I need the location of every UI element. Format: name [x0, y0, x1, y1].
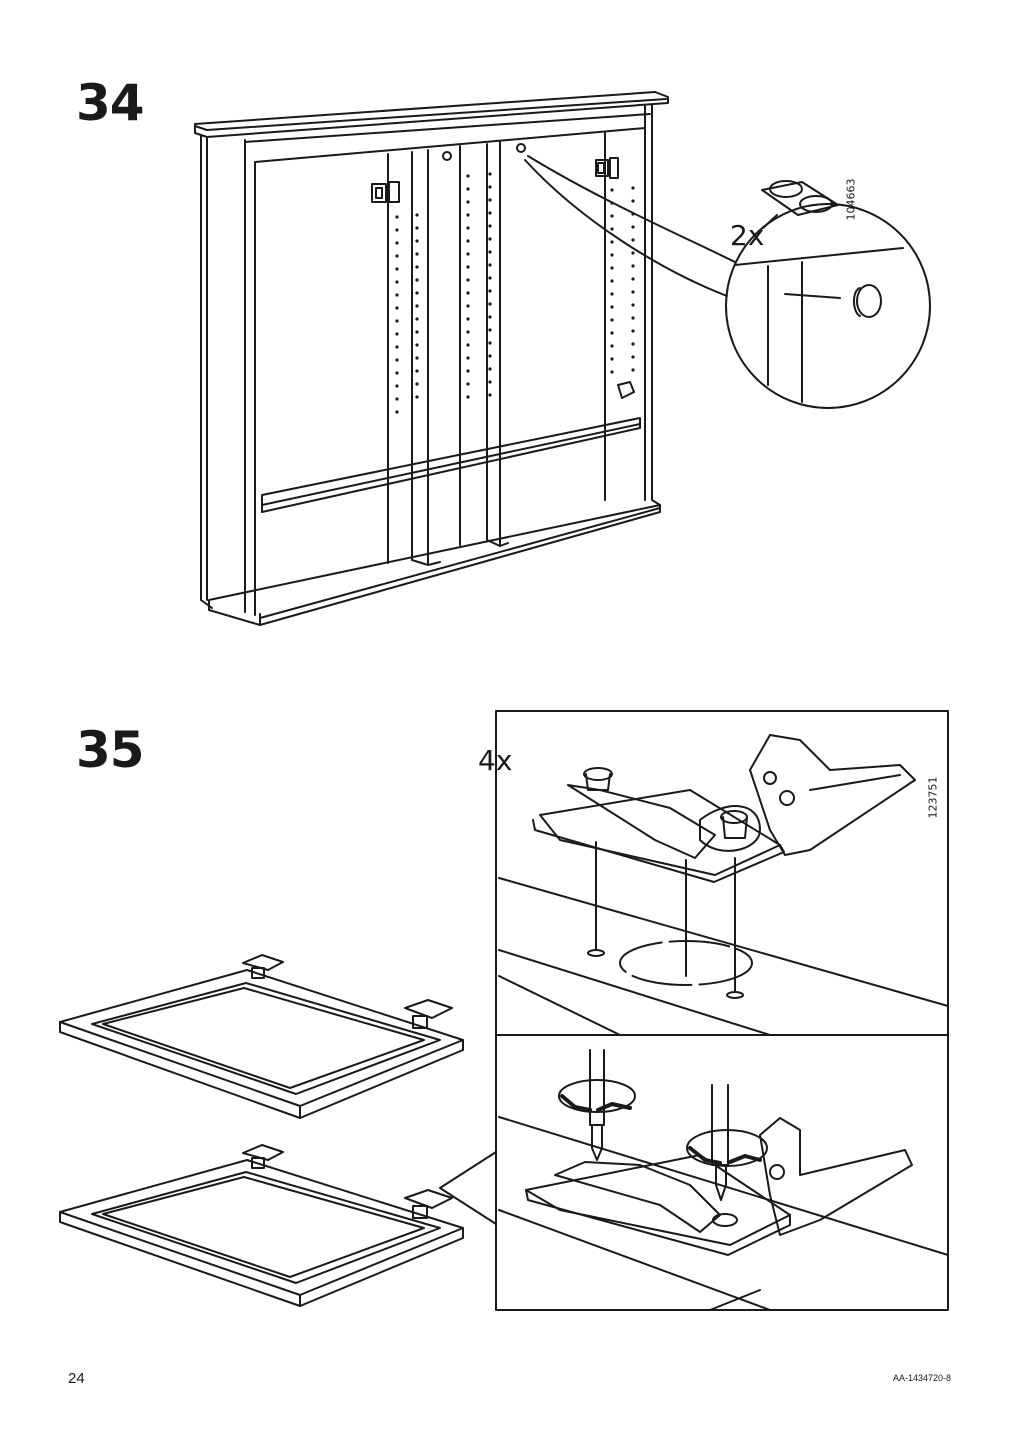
shelf-peg-holes	[395, 172, 635, 414]
step-35-number: 35	[76, 721, 145, 779]
document-code: AA-1434720-8	[893, 1373, 952, 1383]
cabinet-illustration	[194, 91, 669, 626]
door-frame-upper	[59, 954, 464, 1119]
bumper-detail-callout	[524, 155, 931, 409]
step-34-number: 34	[76, 74, 145, 132]
door-frame-lower	[59, 1144, 497, 1307]
step-35-part-number: 123751	[926, 776, 940, 819]
hinge-detail-panels	[495, 710, 949, 1311]
page-number: 24	[68, 1370, 85, 1387]
step-34-quantity: 2x	[730, 219, 765, 252]
step-35-quantity: 4x	[478, 744, 513, 777]
step-34-part-number: 104663	[844, 178, 858, 221]
